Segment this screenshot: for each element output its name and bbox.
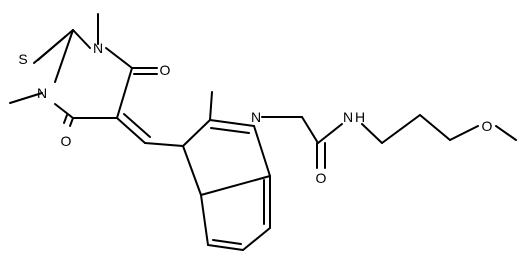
- bond: [210, 127, 250, 134]
- bond: [54, 103, 74, 119]
- bond: [317, 123, 343, 144]
- bond: [209, 91, 213, 121]
- ring-nitrogen-top-label: N: [93, 40, 103, 56]
- bond: [209, 119, 255, 127]
- bond: [301, 116, 319, 144]
- carbonyl-oxygen-bottom-label: O: [61, 133, 72, 149]
- indole-nitrogen-label: N: [251, 109, 261, 125]
- carbonyl-oxygen-top-label: O: [160, 62, 171, 78]
- bond: [212, 239, 242, 245]
- amide-nitrogen-label: N: [343, 109, 353, 125]
- amide-oxygen-label: O: [316, 170, 327, 186]
- ring-nitrogen-left-label: N: [37, 85, 47, 101]
- bond: [116, 67, 133, 119]
- bond: [182, 145, 202, 196]
- bond: [72, 29, 91, 49]
- bond: [361, 123, 383, 144]
- bond: [105, 47, 133, 69]
- bond: [33, 35, 67, 64]
- atom-labels: S N O N O N O N H O: [18, 40, 492, 186]
- bond: [116, 117, 146, 144]
- bonds: [9, 13, 517, 251]
- bond: [419, 114, 451, 141]
- bond: [63, 114, 68, 124]
- bond: [54, 29, 74, 83]
- bond: [200, 194, 209, 246]
- bond: [207, 244, 244, 251]
- bond: [182, 119, 211, 147]
- bond: [9, 92, 43, 104]
- bond: [242, 227, 271, 251]
- sulfur-atom-label: S: [18, 51, 27, 67]
- bond: [495, 125, 517, 141]
- amide-hydrogen-label: H: [355, 109, 365, 125]
- bond: [200, 175, 271, 196]
- bond: [123, 113, 151, 138]
- bond: [144, 142, 184, 147]
- bond: [253, 125, 271, 177]
- bond: [449, 125, 479, 141]
- ether-oxygen-label: O: [482, 118, 493, 134]
- bond: [69, 117, 74, 127]
- bond: [381, 114, 421, 144]
